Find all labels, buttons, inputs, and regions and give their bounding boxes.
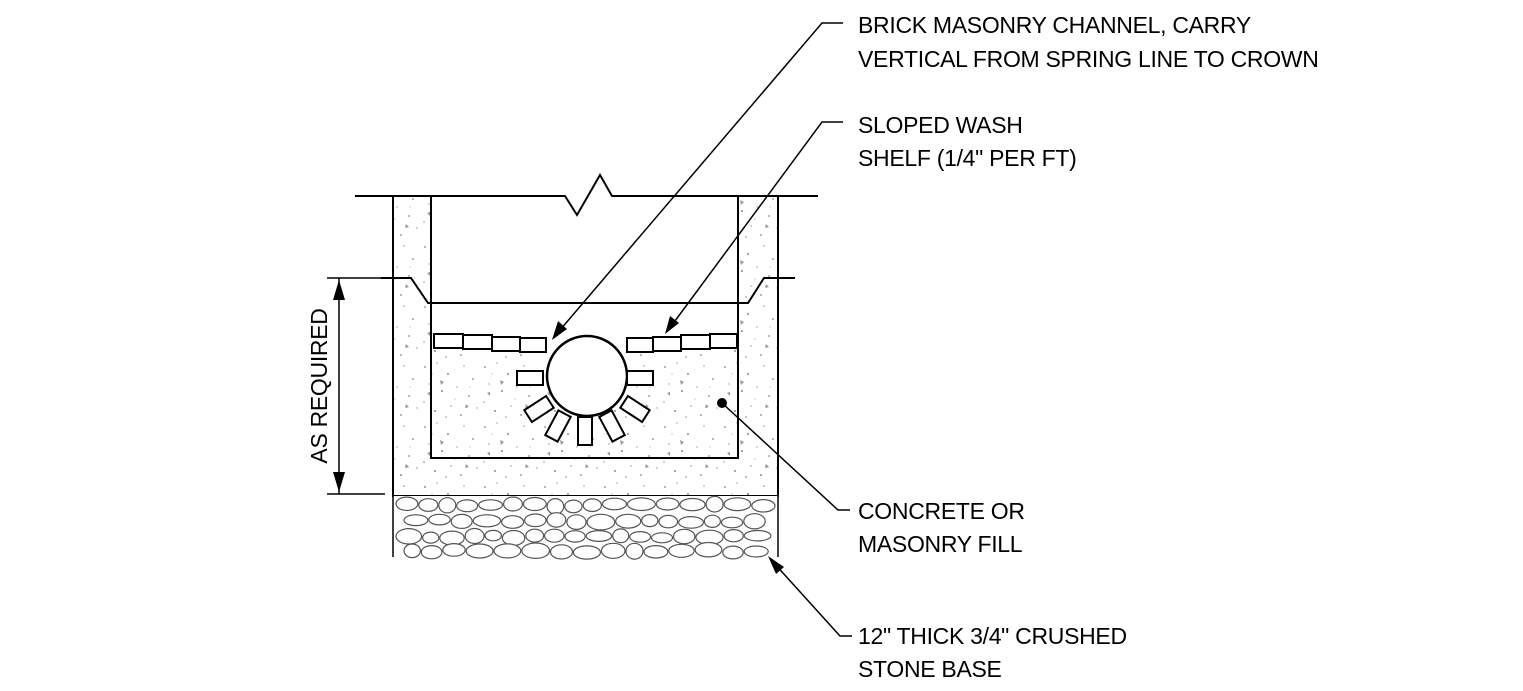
stone	[522, 496, 547, 512]
stone	[484, 529, 502, 542]
pipe	[545, 334, 629, 418]
stone	[668, 543, 695, 558]
brick-channel	[516, 370, 654, 446]
stone	[586, 513, 616, 531]
stone	[523, 513, 547, 528]
stone	[650, 532, 674, 544]
stone	[625, 542, 644, 560]
stone	[600, 542, 626, 559]
stone	[543, 528, 565, 543]
stone	[694, 541, 723, 558]
leader-brick-channel	[552, 22, 843, 340]
stone	[546, 512, 567, 528]
stone	[703, 514, 722, 529]
stone	[743, 513, 766, 530]
stone	[525, 528, 545, 543]
stone	[658, 514, 679, 529]
stone	[456, 499, 479, 513]
stone	[428, 513, 451, 526]
stone	[422, 531, 440, 544]
concrete-fill	[432, 348, 737, 457]
dimension-label: AS REQUIRED	[306, 308, 332, 463]
stone	[722, 545, 744, 560]
ground-line	[355, 172, 818, 217]
stone	[418, 498, 439, 512]
stone	[465, 543, 494, 559]
stone	[612, 528, 630, 544]
leader-wash-shelf	[665, 121, 843, 334]
stone	[572, 545, 602, 560]
stone	[521, 542, 551, 559]
label-stone-base-line1: 12" THICK 3/4" CRUSHED	[858, 623, 1127, 649]
stone	[626, 497, 656, 512]
label-fill-line2: MASONRY FILL	[858, 531, 1023, 557]
stone	[723, 497, 752, 512]
stone	[743, 545, 769, 558]
stone	[439, 530, 465, 546]
stone	[503, 496, 524, 512]
stone	[438, 497, 457, 514]
label-wash-shelf-line1: SLOPED WASH	[858, 112, 1023, 138]
stone	[450, 513, 473, 530]
label-wash-shelf-line2: SHELF (1/4" PER FT)	[858, 145, 1076, 171]
stone	[546, 498, 565, 515]
stone	[615, 513, 642, 529]
wash-shelf-left	[433, 333, 547, 353]
stone	[395, 527, 423, 545]
stone	[493, 543, 522, 559]
stone	[751, 498, 776, 513]
leader-stone-base	[768, 556, 852, 637]
bench-line	[381, 277, 795, 304]
stone	[564, 499, 583, 514]
stone	[564, 530, 586, 543]
stone	[723, 529, 744, 543]
stone	[677, 516, 704, 529]
label-fill-line1: CONCRETE OR	[858, 498, 1025, 524]
stone	[629, 531, 652, 543]
stone	[403, 514, 429, 527]
label-brick-channel-line2: VERTICAL FROM SPRING LINE TO CROWN	[858, 46, 1319, 72]
stone	[641, 513, 659, 528]
stone	[655, 497, 680, 511]
dimension-as-required	[327, 277, 385, 495]
stone	[582, 498, 603, 513]
stone	[705, 495, 724, 513]
stone	[672, 528, 696, 545]
stone	[566, 514, 587, 530]
crushed-stone-base	[393, 495, 778, 560]
stone	[472, 514, 502, 528]
stone	[643, 544, 669, 559]
stone	[500, 515, 525, 529]
stone	[679, 497, 706, 512]
leader-fill	[717, 398, 850, 511]
stone	[395, 496, 419, 512]
stone	[743, 529, 772, 542]
stone	[403, 543, 421, 559]
stone	[720, 516, 744, 529]
stone	[478, 499, 504, 511]
stone	[464, 527, 485, 545]
stone	[585, 529, 613, 542]
label-brick-channel-line1: BRICK MASONRY CHANNEL, CARRY	[858, 12, 1251, 38]
stone	[501, 529, 526, 547]
stone	[601, 497, 628, 511]
stone	[442, 543, 466, 557]
stone	[420, 545, 443, 560]
manhole-walls	[392, 196, 779, 497]
wash-shelf-right	[626, 333, 738, 353]
label-stone-base-line2: STONE BASE	[858, 656, 1002, 682]
stone	[549, 544, 574, 560]
